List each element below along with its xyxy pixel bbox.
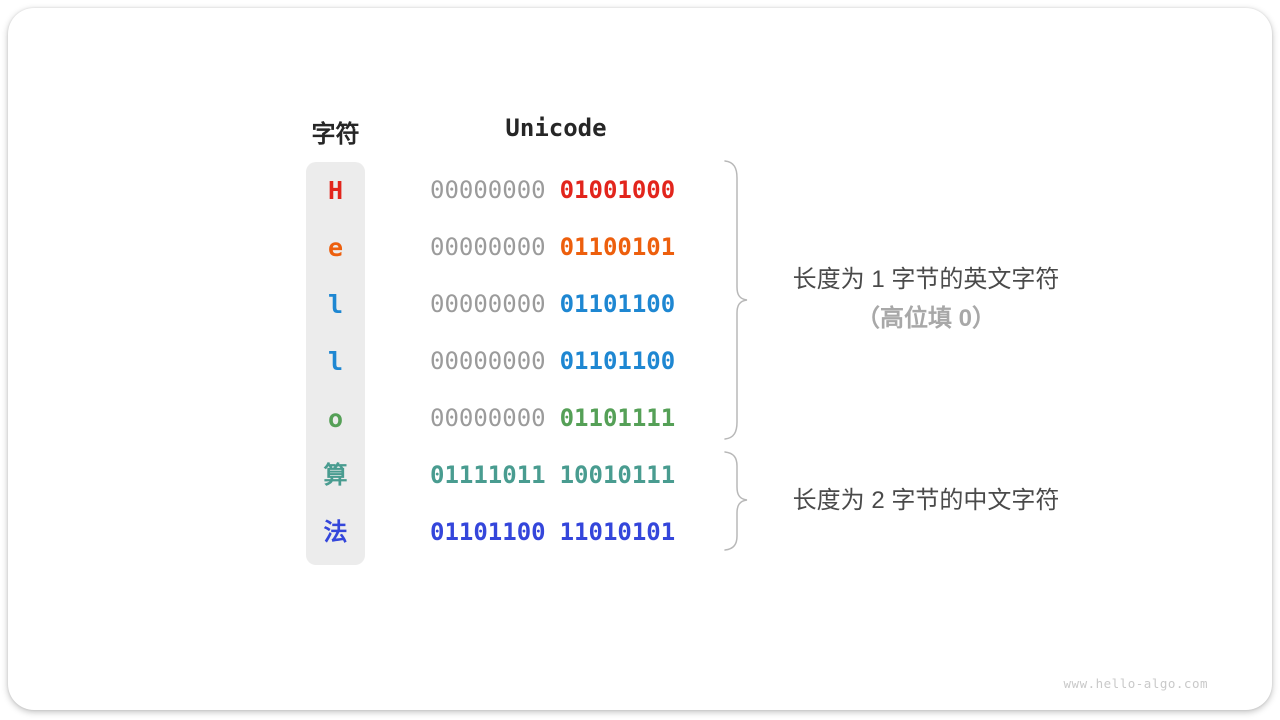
annotation-ascii-line2: （高位填 0）: [855, 305, 996, 332]
low-byte: 01001000: [559, 176, 676, 204]
high-byte: 01101100: [430, 518, 546, 546]
annotation-ascii: 长度为 1 字节的英文字符 （高位填 0）: [760, 265, 1092, 334]
unicode-binary: 01111011 10010111: [430, 447, 675, 504]
char-label: e: [327, 233, 344, 262]
low-byte: 01101111: [559, 404, 676, 432]
unicode-binary: 00000000 01100101: [430, 219, 675, 276]
table-row: o 00000000 01101111: [0, 390, 1280, 447]
diagram-card: [8, 8, 1272, 710]
table-row: l 00000000 01101100: [0, 333, 1280, 390]
table-row: e 00000000 01100101: [0, 219, 1280, 276]
low-byte: 11010101: [559, 518, 676, 546]
annotation-chinese: 长度为 2 字节的中文字符: [760, 486, 1092, 516]
high-byte: 00000000: [430, 176, 546, 204]
char-label: 算: [323, 462, 348, 489]
high-byte: 00000000: [430, 347, 546, 375]
character-column-background: [306, 162, 365, 565]
column-header-character: 字符: [311, 121, 360, 148]
high-byte: 00000000: [430, 290, 546, 318]
high-byte: 01111011: [430, 461, 546, 489]
low-byte: 10010111: [559, 461, 676, 489]
low-byte: 01101100: [559, 290, 676, 318]
char-label: H: [327, 176, 344, 205]
table-row: l 00000000 01101100: [0, 276, 1280, 333]
table-row: 算 01111011 10010111: [0, 447, 1280, 504]
unicode-binary: 01101100 11010101: [430, 504, 675, 561]
watermark-url: www.hello-algo.com: [1063, 676, 1208, 691]
high-byte: 00000000: [430, 404, 546, 432]
annotation-chinese-line1: 长度为 2 字节的中文字符: [792, 487, 1060, 514]
column-header-unicode: Unicode: [505, 114, 607, 142]
table-row: H 00000000 01001000: [0, 162, 1280, 219]
low-byte: 01100101: [559, 233, 676, 261]
unicode-binary: 00000000 01101100: [430, 276, 675, 333]
char-label: l: [327, 347, 344, 376]
unicode-binary: 00000000 01101100: [430, 333, 675, 390]
unicode-binary: 00000000 01101111: [430, 390, 675, 447]
char-label: 法: [323, 519, 348, 546]
char-label: l: [327, 290, 344, 319]
char-label: o: [327, 404, 344, 433]
low-byte: 01101100: [559, 347, 676, 375]
high-byte: 00000000: [430, 233, 546, 261]
annotation-ascii-line1: 长度为 1 字节的英文字符: [792, 266, 1060, 293]
table-row: 法 01101100 11010101: [0, 504, 1280, 561]
unicode-binary: 00000000 01001000: [430, 162, 675, 219]
